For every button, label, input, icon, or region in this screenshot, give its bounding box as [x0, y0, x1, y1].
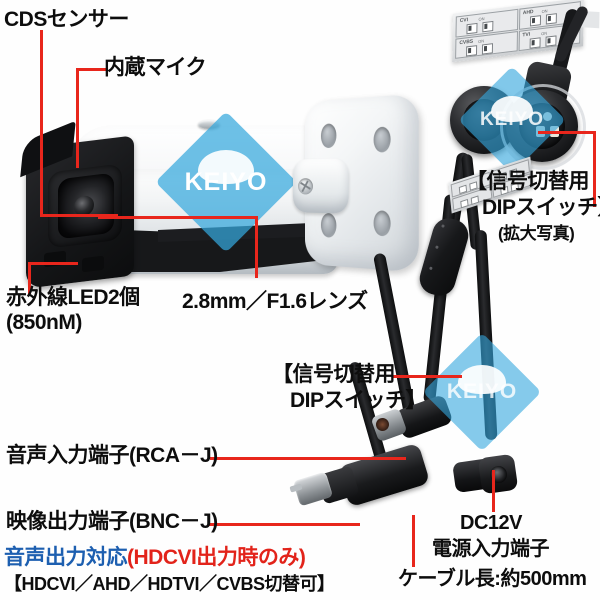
dip-switch-toggle — [466, 22, 478, 35]
label-dc12v: DC12V — [460, 512, 522, 534]
label-audio-input: 音声入力端子(RCA－J) — [6, 444, 218, 467]
bracket-lock-screw — [298, 178, 313, 195]
leader-line-power-input — [492, 470, 495, 512]
dip-cell-on-mark: ON — [541, 8, 548, 15]
leader-line-video-output — [208, 523, 360, 526]
ferrite-core — [415, 214, 473, 300]
leader-line-audio-input — [210, 457, 406, 460]
label-ir-led: 赤外線LED2個 — [6, 286, 140, 309]
connector-pin — [543, 112, 552, 121]
dip-cell-on-mark: ON — [478, 37, 485, 44]
leader-line-cable-length — [412, 515, 415, 567]
leader-line-mic — [76, 68, 108, 71]
label-dip-switch-enlarged-1: 【信号切替用 — [466, 170, 590, 193]
leader-line-lens — [255, 216, 258, 278]
leader-line-dip-enlarged — [538, 131, 596, 134]
footnote-audio-output-condition: (HDCVI出力時のみ) — [127, 546, 306, 569]
dip-switch-toggle — [481, 42, 494, 55]
footnote-audio-output: 音声出力対応(HDCVI出力時のみ) — [4, 546, 306, 570]
label-ir-led-wavelength: (850nM) — [6, 311, 82, 334]
dip-switch-toggle — [529, 36, 541, 49]
label-cds-sensor: CDSセンサー — [4, 8, 129, 31]
leader-line-ir-led — [28, 262, 31, 294]
label-power-input: 電源入力端子 — [432, 538, 550, 560]
camera-top-screw — [198, 120, 220, 129]
dip-switch-toggle — [466, 44, 478, 57]
leader-line-dip — [392, 375, 462, 378]
label-dip-switch-enlarged-note: (拡大写真) — [498, 224, 575, 243]
label-dip-switch-1: 【信号切替用 — [272, 363, 396, 386]
bracket-screw-hole — [320, 123, 337, 149]
footnote-signal-modes: 【HDCVI／AHD／HDTVI／CVBS切替可】 — [4, 574, 335, 594]
label-lens: 2.8mm／F1.6レンズ — [182, 290, 368, 313]
ir-led-2 — [82, 255, 104, 273]
branch-cable-power — [474, 229, 498, 441]
bracket-screw-hole — [373, 126, 391, 153]
label-builtin-mic: 内蔵マイク — [104, 56, 207, 79]
leader-line-dip-enlarged — [593, 131, 596, 207]
label-dip-switch-enlarged-2: DIPスイッチ】 — [482, 196, 600, 219]
leader-line-mic — [76, 68, 79, 168]
dip-switch-toggle — [545, 13, 557, 25]
dip-switch-toggle — [544, 34, 557, 47]
label-dip-switch-2: DIPスイッチ】 — [290, 389, 427, 412]
leader-line-lens — [98, 216, 258, 219]
leader-line-cds — [40, 30, 43, 216]
dip-cell-name: CVI — [459, 16, 469, 25]
leader-line-cds — [40, 214, 118, 217]
dip-cell-name: TVI — [522, 31, 531, 39]
dip-switch-toggle — [482, 20, 494, 33]
label-cable-length: ケーブル長:約500mm — [398, 568, 587, 590]
footnote-audio-output-label: 音声出力対応 — [4, 546, 128, 569]
dip-switch-toggle — [529, 15, 541, 27]
dip-cell-on-mark: ON — [478, 15, 485, 22]
label-video-output: 映像出力端子(BNC－J) — [6, 510, 218, 533]
dip-cell-on-mark: ON — [541, 29, 548, 36]
leader-line-ir-led — [28, 262, 78, 265]
